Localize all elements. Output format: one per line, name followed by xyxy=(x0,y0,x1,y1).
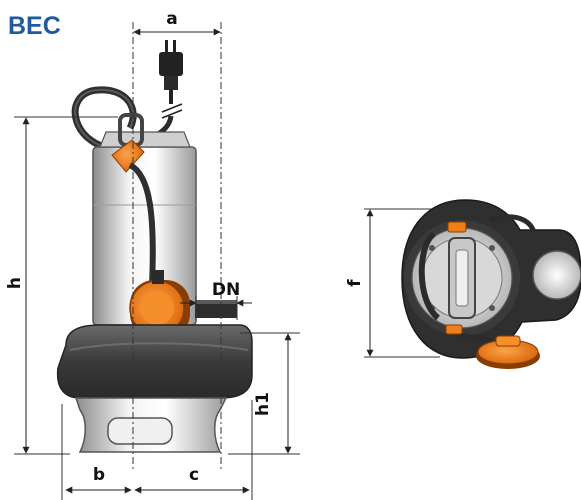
dim-label-b: b xyxy=(93,465,105,485)
dim-label-c: c xyxy=(189,465,199,485)
dim-label-h: h xyxy=(5,277,25,289)
cable-clamp xyxy=(111,139,145,173)
float-switch xyxy=(129,270,190,338)
float-switch-top xyxy=(476,335,540,369)
dim-label-h1: h1 xyxy=(253,392,273,416)
dimension-lines xyxy=(14,22,440,500)
product-title: BEC xyxy=(8,12,61,40)
dim-label-dn: DN xyxy=(212,280,240,300)
volute-casing xyxy=(56,324,253,399)
dim-label-a: a xyxy=(166,9,177,29)
pump-top-view xyxy=(401,199,581,369)
dim-label-f: f xyxy=(345,279,365,287)
plug-icon xyxy=(159,40,183,104)
pump-side-view xyxy=(56,40,253,453)
